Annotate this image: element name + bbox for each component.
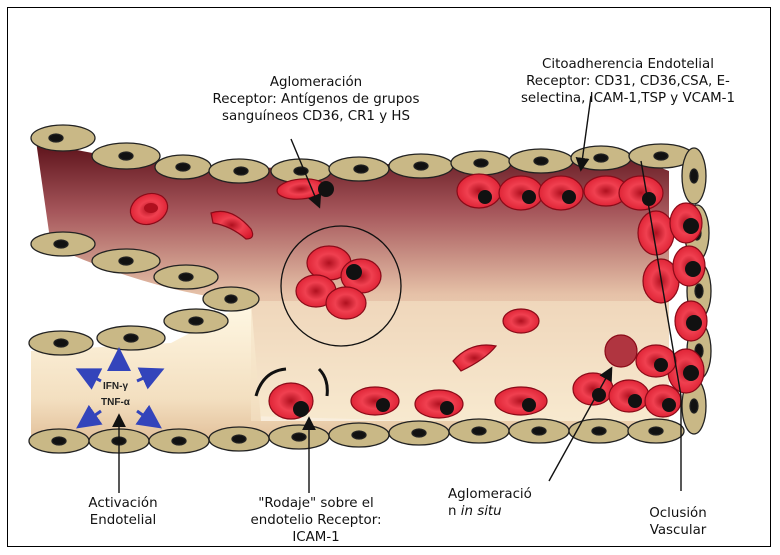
label-aglomeracion: Aglomeración Receptor: Antígenos de grup… xyxy=(206,74,426,125)
cytokine-ifn-gamma: IFN-γ xyxy=(103,381,128,392)
cytokine-tnf-alpha: TNF-α xyxy=(101,397,131,408)
label-citoadherencia: Citoadherencia Endotelial Receptor: CD31… xyxy=(493,56,763,107)
label-rodaje: "Rodaje" sobre el endotelio Receptor: IC… xyxy=(236,495,396,546)
label-oclusion: Oclusión Vascular xyxy=(628,505,728,539)
label-aglomeracion-in-situ: Aglomeració n in situ xyxy=(448,486,558,520)
label-activacion: Activación Endotelial xyxy=(68,495,178,529)
figure-frame: IFN-γ TNF-α Aglomeración Receptor: Antíg… xyxy=(7,7,771,547)
